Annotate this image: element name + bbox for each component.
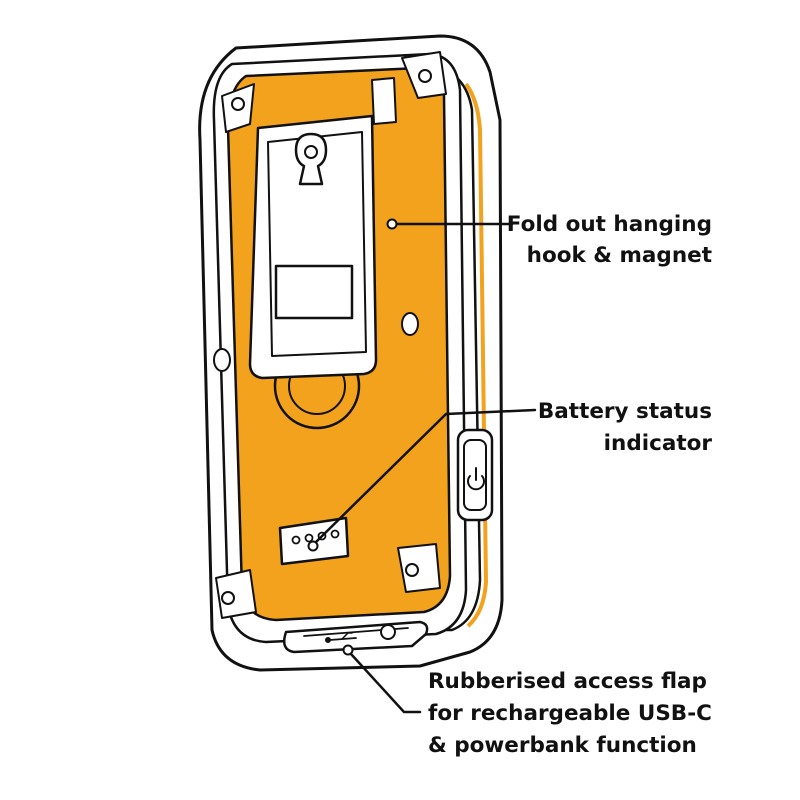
callout-hook: Fold out hanging hook & magnet [507,212,712,268]
usb-icon [325,632,357,643]
keyhole-icon [294,132,328,186]
callout-hook-line1: Fold out hanging [507,212,712,237]
callout-flap-line1: Rubberised access flap [428,669,707,694]
power-button [456,428,494,522]
callout-flap: Rubberised access flap for rechargeable … [428,669,712,758]
callout-flap-line2: for rechargeable USB-C [428,701,712,726]
power-button-icon [467,467,485,491]
access-flap [283,620,429,654]
magnet-pad [274,264,354,320]
flap-leader-line [349,652,422,714]
leader-lines [307,218,537,714]
battery-leader-dot [307,540,319,552]
callout-battery-line1: Battery status [538,399,712,424]
callout-battery-line2: indicator [604,431,713,456]
callout-hook-line2: hook & magnet [527,243,712,268]
corner-screws [215,51,447,619]
hook-leader-dot [386,218,398,230]
device-illustration [198,34,504,672]
callout-flap-line3: & powerbank function [428,733,697,758]
flap-leader-dot [342,644,354,656]
callout-battery: Battery status indicator [538,399,713,456]
side-stripe [464,82,489,628]
battery-leader-line [314,408,537,544]
